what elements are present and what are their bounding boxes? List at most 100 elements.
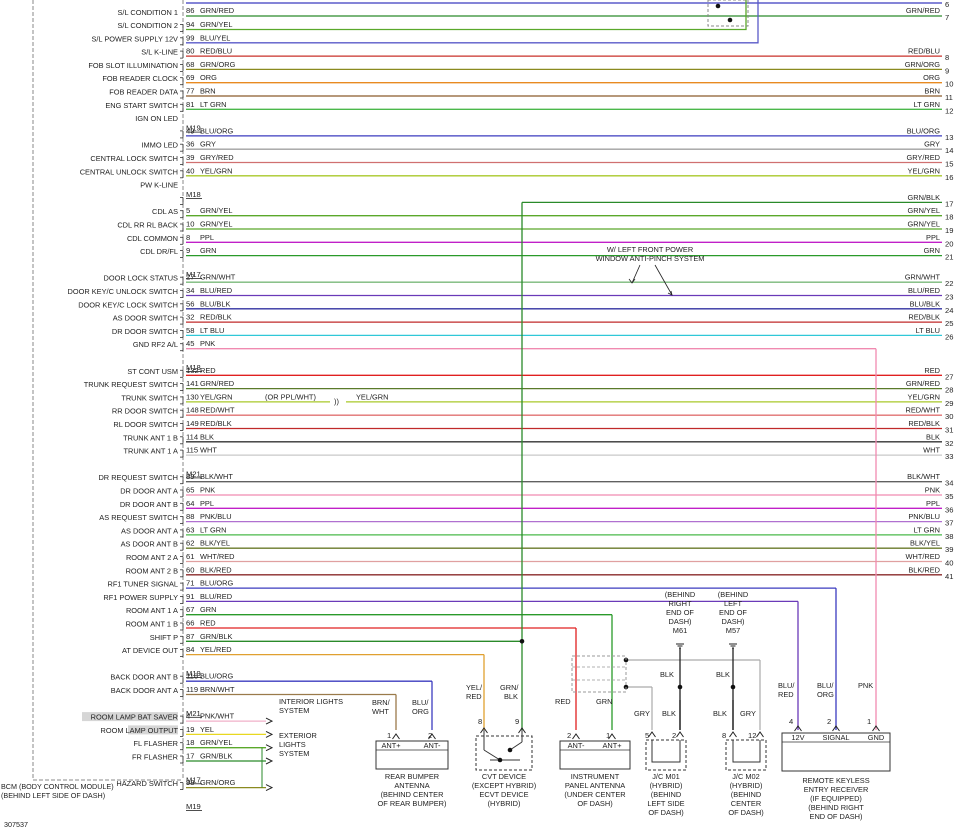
jc-m02: [725, 739, 767, 771]
wire-color-label: GRY/RED: [200, 153, 234, 162]
connector-terminal: [676, 731, 684, 738]
bcm-pin-label: IMMO LED: [141, 141, 178, 150]
wire-color-label: BLU/RED: [200, 592, 232, 601]
wire-color-label: WHT/RED: [200, 552, 235, 561]
remote-keyless-entry-receiver: [781, 732, 891, 772]
rear-bumper-caption: OF REAR BUMPER): [378, 799, 447, 808]
connector-terminal: [794, 725, 802, 732]
wire-color-label: BLU/: [412, 698, 429, 707]
highlight-mark: [128, 725, 178, 735]
connector-number: 12: [945, 106, 953, 115]
jc-bus: [651, 740, 681, 763]
connector-number: 16: [945, 173, 953, 182]
cvt-caption: ECVT DEVICE: [479, 790, 528, 799]
wire-color-label-right: BLK/RED: [908, 565, 940, 574]
pin-number: 71: [186, 579, 194, 588]
jc-m01-caption: OF DASH): [648, 808, 683, 817]
pin-number: 1: [867, 717, 871, 726]
wire-color-label-right: GRN/RED: [906, 379, 940, 388]
rke-caption: END OF DASH): [810, 812, 863, 821]
connector-terminal: [518, 727, 526, 734]
splice-dot: [519, 639, 525, 644]
connector-id: M18: [186, 363, 201, 372]
pin-number: 61: [186, 552, 194, 561]
wire-color-label: BRN: [200, 87, 216, 96]
pin-number: 1: [387, 731, 391, 740]
wire-color-label-right: YEL/GRN: [908, 166, 940, 175]
connector-number: 36: [945, 505, 953, 514]
wire-alt-label: (OR PPL/WHT): [265, 392, 316, 401]
bcm-pin-label: DR REQUEST SWITCH: [98, 473, 178, 482]
wire-color-label: GRN/BLK: [200, 752, 233, 761]
wire-color-label-right: WHT: [923, 446, 940, 455]
wire-color-label: RED: [200, 619, 216, 628]
instrument-caption: INSTRUMENT: [571, 772, 620, 781]
rke-caption: REMOTE KEYLESS: [802, 776, 869, 785]
wire-color-label: BLU/ORG: [200, 579, 234, 588]
components-layer: [265, 0, 891, 792]
pin-number: 80: [186, 47, 194, 56]
wire-color-label-right: PPL: [926, 499, 940, 508]
wire-color-label-right: BLK/WHT: [907, 472, 940, 481]
wire-color-label-right: GRN/YEL: [908, 206, 940, 215]
connector-terminal: [480, 727, 488, 734]
pin-label: SIGNAL: [822, 733, 849, 742]
bcm-pin-rows: [180, 24, 184, 790]
pin-label: GND: [868, 733, 884, 742]
connector-number: 41: [945, 572, 953, 581]
wire-color-label-right: GRN/ORG: [905, 60, 941, 69]
wire-color-label: BLK/RED: [200, 565, 232, 574]
arrow-off-page: [265, 744, 274, 752]
bcm-caption-location: (BEHIND LEFT SIDE OF DASH): [1, 791, 105, 800]
wire-color-label-right: GRN/WHT: [905, 273, 941, 282]
wire-color-label: GRY: [634, 709, 650, 718]
pin-number: 149: [186, 419, 199, 428]
bcm-pin-label: ROOM ANT 2 B: [126, 566, 179, 575]
wire-color-label: WHT: [372, 707, 389, 716]
wire-color-label: BLK: [660, 670, 674, 679]
connector-id: M21: [186, 469, 201, 478]
wire-color-label-right: GRN/RED: [906, 6, 940, 15]
m61-label: END OF: [666, 608, 694, 617]
wire-color-label: GRY: [200, 140, 216, 149]
pin-number: 91: [186, 592, 194, 601]
connector-number: 19: [945, 226, 953, 235]
wire-color-label: BLK: [713, 709, 727, 718]
pin-number: 4: [789, 717, 793, 726]
pin-number: 58: [186, 326, 194, 335]
wire-grn-yel-riser: [740, 0, 747, 31]
pin-number: 77: [186, 87, 194, 96]
wire-color-label: RED: [466, 692, 482, 701]
bcm-pin-label: CENTRAL UNLOCK SWITCH: [80, 167, 178, 176]
connector-terminal: [729, 731, 737, 738]
connector-id: M19: [186, 669, 201, 678]
wire-color-label: ORG: [200, 73, 217, 82]
pin-number: 12: [748, 731, 756, 740]
bcm-pin-label: RL DOOR SWITCH: [113, 420, 178, 429]
text-layer: BCM (BODY CONTROL MODULE)(BEHIND LEFT SI…: [1, 0, 953, 829]
bcm-pin-label: CDL DR/FL: [140, 247, 178, 256]
rke-caption: ENTRY RECEIVER: [804, 785, 869, 794]
pin-number: 8: [186, 233, 190, 242]
wire-color-label: PNK: [200, 339, 215, 348]
bcm-pin-label: FOB SLOT ILLUMINATION: [88, 61, 178, 70]
pin-number: 86: [186, 6, 194, 15]
connector-number: 29: [945, 399, 953, 408]
connector-number: 7: [945, 13, 949, 22]
optional-splice-box: [571, 655, 627, 693]
wire-color-label: GRN/ORG: [200, 778, 236, 787]
annotation-arrow: [654, 264, 673, 296]
wire-color-label: BLU/: [778, 681, 795, 690]
connector-number: 33: [945, 452, 953, 461]
pin-number: 66: [186, 619, 194, 628]
connector-number: 23: [945, 293, 953, 302]
bcm-pin-label: AS REQUEST SWITCH: [99, 513, 178, 522]
annotation-arrow: [631, 264, 641, 284]
pin-number: 94: [186, 20, 194, 29]
connector-id: M19: [186, 124, 201, 133]
pin-number: 87: [186, 632, 194, 641]
connector-number: 17: [945, 199, 953, 208]
wire-color-label: PNK/BLU: [200, 512, 232, 521]
pin-number: 8: [722, 731, 726, 740]
bcm-pin-label: TRUNK SWITCH: [121, 393, 178, 402]
